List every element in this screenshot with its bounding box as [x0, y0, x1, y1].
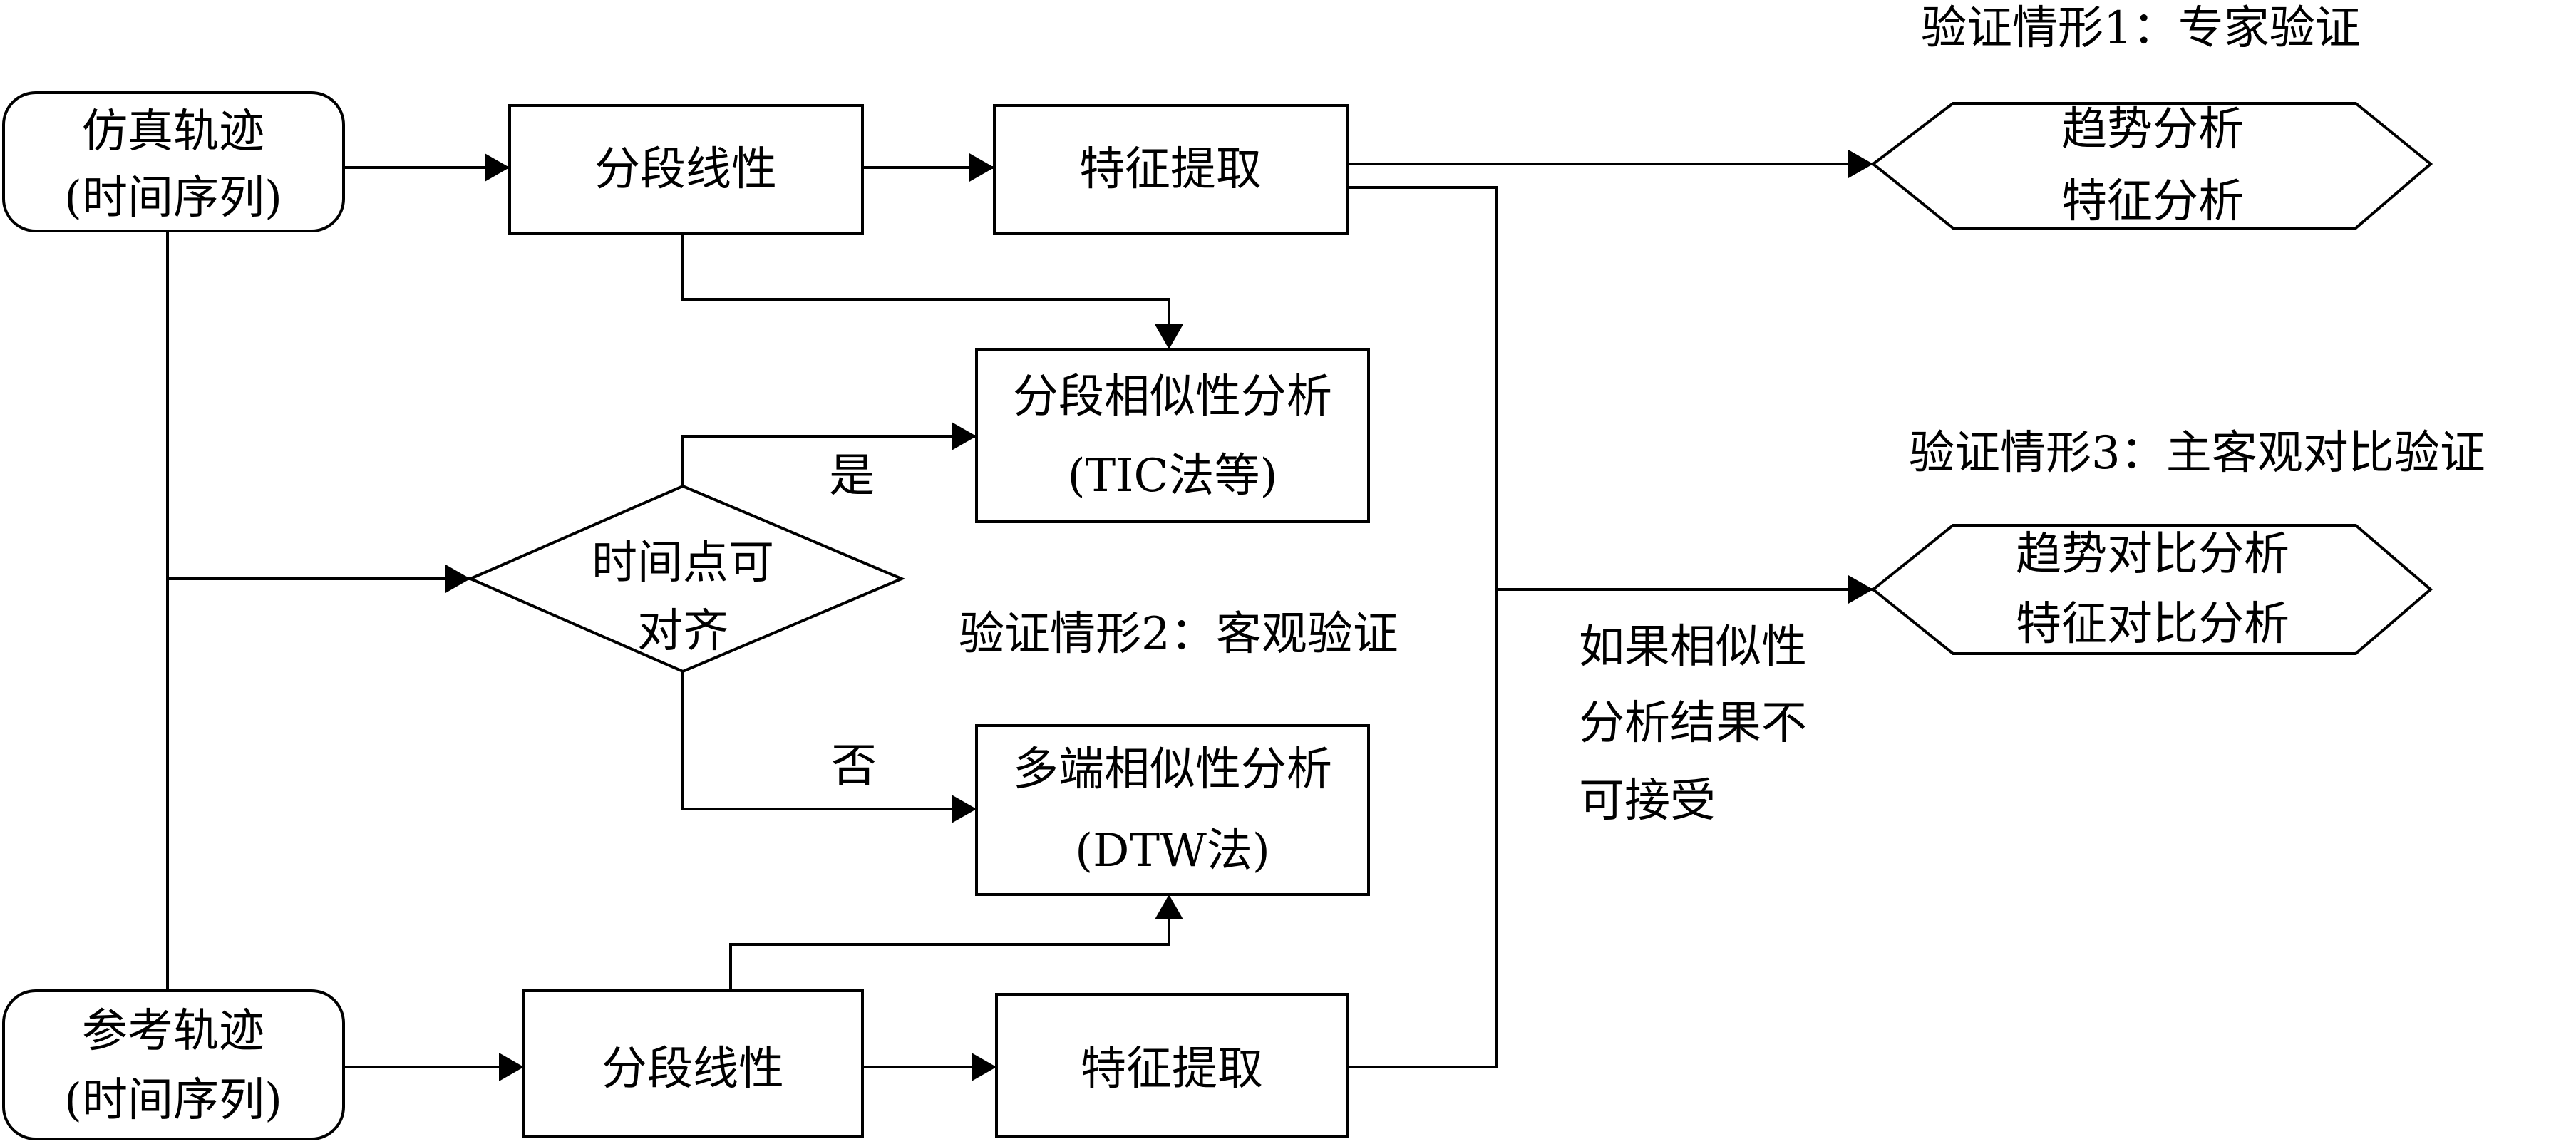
condition-label-line2: 分析结果不 [1579, 697, 1807, 750]
time-align-sublabel: 对齐 [637, 605, 728, 658]
edge-align-no [681, 671, 977, 810]
node-sim-feature: 特征提取 [993, 104, 1349, 235]
arrowhead [1155, 895, 1183, 919]
node-time-align: 时间点可 对齐 [466, 484, 906, 674]
case1-label: 验证情形1：专家验证 [1921, 2, 2361, 55]
node-ref-piecewise: 分段线性 [522, 989, 864, 1138]
edge-ref-piecewise-to-multi [729, 895, 1170, 991]
case3-label: 验证情形3：主客观对比验证 [1909, 427, 2485, 480]
arrowhead [1848, 150, 1873, 178]
condition-label-line1: 如果相似性 [1579, 621, 1807, 674]
arrowhead [1848, 575, 1873, 604]
node-ref-feature: 特征提取 [995, 993, 1349, 1138]
condition-label-line3: 可接受 [1579, 775, 1716, 828]
sim-trajectory-label: 仿真轨迹 [82, 105, 264, 158]
node-sim-trajectory: 仿真轨迹 (时间序列) [2, 91, 345, 232]
case2-label: 验证情形2：客观验证 [959, 608, 1398, 661]
arrowhead [969, 153, 994, 182]
sim-piecewise-label: 分段线性 [594, 143, 777, 196]
ref-trajectory-sublabel: (时间序列) [64, 1074, 282, 1127]
arrowhead [499, 1053, 524, 1081]
edge-piecewise-to-segment [681, 234, 1170, 349]
ref-feature-label: 特征提取 [1081, 1043, 1263, 1096]
node-ref-trajectory: 参考轨迹 (时间序列) [2, 989, 345, 1140]
time-align-label: 时间点可 [592, 537, 774, 589]
arrowhead [952, 795, 977, 823]
arrowhead [445, 565, 470, 593]
expert-output-label: 趋势分析 [2061, 103, 2244, 156]
no-label: 否 [831, 740, 877, 793]
multi-similarity-label: 多端相似性分析 [1013, 743, 1332, 796]
yes-label: 是 [829, 450, 875, 503]
node-segment-similarity: 分段相似性分析 (TIC法等) [975, 348, 1370, 523]
expert-output-sublabel: 特征分析 [2061, 175, 2244, 228]
sim-feature-label: 特征提取 [1079, 143, 1262, 196]
edge-align-yes [681, 435, 977, 486]
node-multi-similarity: 多端相似性分析 (DTW法) [975, 724, 1370, 896]
arrowhead [485, 153, 510, 182]
ref-trajectory-label: 参考轨迹 [82, 1005, 264, 1058]
segment-similarity-sublabel: (TIC法等) [1068, 450, 1278, 503]
segment-similarity-label: 分段相似性分析 [1013, 371, 1332, 423]
sim-trajectory-sublabel: (时间序列) [64, 172, 282, 225]
arrowhead [952, 422, 977, 450]
compare-output-sublabel: 特征对比分析 [2016, 598, 2289, 651]
node-expert-output: 趋势分析 特征分析 [1870, 102, 2433, 230]
compare-output-label: 趋势对比分析 [2016, 528, 2289, 581]
ref-piecewise-label: 分段线性 [602, 1043, 784, 1096]
node-compare-output: 趋势对比分析 特征对比分析 [1870, 524, 2433, 655]
edge-feature-to-compare [1347, 186, 1498, 1068]
node-sim-piecewise: 分段线性 [508, 104, 864, 235]
arrowhead [1155, 324, 1183, 349]
edges [166, 150, 1873, 1081]
arrowhead [972, 1053, 996, 1081]
multi-similarity-sublabel: (DTW法) [1075, 825, 1270, 877]
